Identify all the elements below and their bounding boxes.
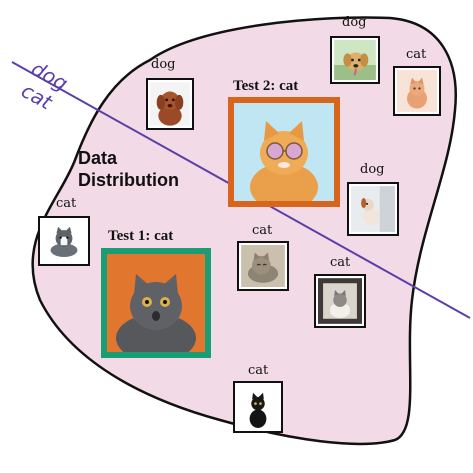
region-title-line1: Data [78,148,118,168]
sample-cat-left [38,216,90,266]
orange-cat-sunglasses-icon [234,103,334,201]
sample-dog-left [146,78,194,130]
sample-label-dog-right: dog [360,162,385,177]
sample-dog-right [347,182,399,236]
grey-cat-icon [107,254,205,352]
sample-label-cat-bottom: cat [248,363,269,378]
test-2-label: Test 2: cat [233,78,299,94]
sample-dog-top [330,36,380,84]
cat-icon [318,278,362,324]
region-title-line2: Distribution [78,170,179,190]
sample-label-cat-middle: cat [252,223,273,238]
test-1-label: Test 1: cat [108,228,174,244]
region-title: Data Distribution [78,147,179,191]
sample-label-cat-left: cat [56,196,77,211]
dog-icon [351,186,395,232]
sample-cat-right [314,274,366,328]
cat-icon [397,70,437,112]
sample-label-cat-right: cat [330,255,351,270]
test-1-image [101,248,211,358]
cat-icon [241,245,285,287]
cat-icon [237,385,279,429]
sample-label-dog-top: dog [342,15,367,30]
sample-label-dog-left: dog [151,57,176,72]
dog-icon [150,82,190,126]
sample-label-cat-top-right: cat [406,47,427,62]
sample-cat-middle [237,241,289,291]
sample-cat-bottom [233,381,283,433]
test-2-image [228,97,340,207]
sample-cat-top-right [393,66,441,116]
cat-icon [42,220,86,262]
dog-icon [334,40,376,80]
